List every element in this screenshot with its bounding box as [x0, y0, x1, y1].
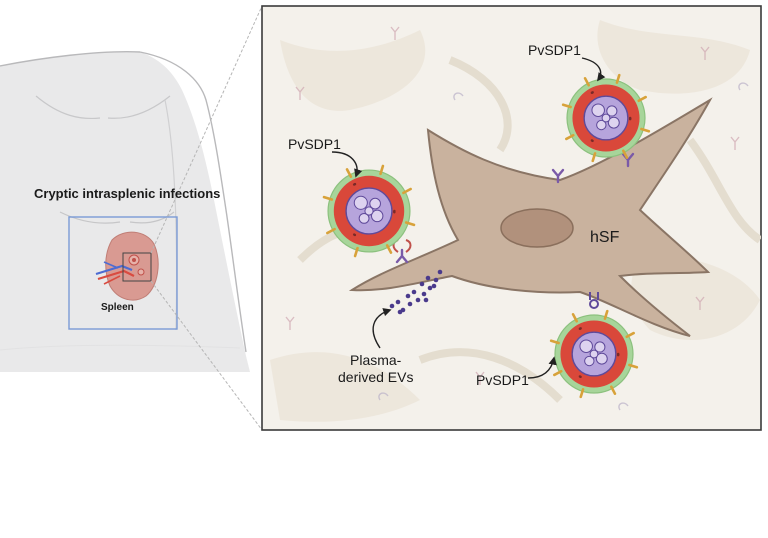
arrow-top-icon [581, 57, 606, 82]
infected-rbc-bottom [549, 309, 639, 399]
label-pvsdp1-top: PvSDP1 [528, 42, 581, 58]
pvsdp1-knob [583, 77, 591, 87]
infected-rbc-left [322, 164, 416, 258]
spleen-detail-box [122, 252, 152, 282]
arrow-left-icon [331, 151, 363, 178]
pvsdp1-knob [640, 127, 651, 133]
receptor-icons [395, 152, 635, 264]
pvsdp1-knob [579, 388, 585, 399]
receptor-complex-bottom [589, 292, 599, 309]
hemozoin-dot [393, 211, 396, 214]
pvsdp1-knob [322, 195, 334, 201]
infected-rbc-top [561, 73, 651, 163]
pvsdp1-knob [326, 227, 336, 235]
parasite-vacuole [601, 113, 611, 123]
torso-silhouette [0, 51, 250, 373]
pvsdp1-knob [603, 309, 609, 320]
pvsdp1-knob [565, 133, 575, 141]
ev-dot [395, 299, 401, 305]
ev-dot [397, 309, 403, 315]
label-hsf: hSF [590, 229, 620, 246]
pvsdp1-knob [402, 187, 412, 195]
zoom-line-bottom [150, 280, 263, 431]
parasite-vacuole [584, 355, 595, 367]
parasite-vacuole [591, 103, 605, 117]
pvsdp1-knob [625, 331, 635, 339]
hemozoin-dot [578, 375, 582, 378]
parasite-vacuole [579, 339, 593, 353]
zoom-box [68, 216, 178, 330]
parasite-vacuole [589, 349, 599, 359]
ev-dot [425, 275, 431, 281]
pvsdp1-knob [628, 363, 639, 369]
pvsdp1-knob [621, 149, 629, 159]
label-evs-line1: Plasma- [350, 352, 402, 368]
label-evs-line2: derived EVs [338, 369, 414, 385]
hemozoin-dot [353, 182, 357, 186]
pvsdp1-knob [571, 313, 579, 323]
parasite-vacuole [369, 197, 381, 210]
pvsdp1-knob [404, 221, 416, 227]
spleen-organ [95, 231, 159, 301]
ev-dot [411, 289, 417, 295]
hemozoin-dot [590, 139, 594, 142]
pvsdp1-knob [637, 95, 647, 103]
hemozoin-dot [616, 354, 620, 357]
ev-dot [431, 283, 437, 289]
label-cryptic-infections: Cryptic intrasplenic infections [34, 186, 221, 201]
ev-dots [389, 269, 443, 315]
label-pvsdp1-left: PvSDP1 [288, 136, 341, 152]
hemozoin-dot [628, 118, 632, 121]
hemozoin-dot [579, 327, 582, 330]
parasite-vacuole [370, 209, 384, 223]
label-pvsdp1-bottom: PvSDP1 [476, 372, 529, 388]
pvsdp1-knob [609, 385, 617, 395]
parasite-vacuole [364, 206, 374, 216]
fibroblast-nucleus [500, 208, 574, 248]
parasite-vacuole [596, 119, 607, 131]
parasite-vacuole [607, 116, 620, 129]
ev-dot [407, 301, 413, 307]
pvsdp1-knob [591, 152, 597, 163]
parasite-vacuole [595, 352, 608, 365]
pvsdp1-knob [549, 339, 560, 345]
parasite-vacuole [353, 195, 368, 210]
parasite-vacuole [358, 212, 370, 224]
pvsdp1-knob [379, 164, 385, 176]
pvsdp1-knob [561, 103, 572, 109]
pvsdp1-knob [553, 369, 563, 377]
arrow-evs-icon [372, 308, 392, 349]
pvsdp1-knob [353, 246, 359, 258]
label-spleen: Spleen [101, 302, 134, 313]
parasite-vacuole [606, 105, 618, 117]
ev-dot [437, 269, 443, 275]
ev-dot [415, 297, 421, 303]
ev-dot [421, 291, 427, 297]
zoom-line-top [150, 5, 263, 254]
pvsdp1-knob [385, 244, 393, 254]
ev-dot [419, 281, 425, 287]
pvsdp1-knob [615, 73, 621, 84]
ev-dot [405, 293, 411, 299]
hemozoin-dot [352, 233, 356, 236]
parasite-vacuole [594, 341, 606, 353]
hemozoin-dot [591, 91, 594, 94]
ev-dot [427, 285, 433, 291]
arrow-bottom-icon [527, 356, 557, 379]
pvsdp1-knob [345, 168, 353, 178]
ev-dot [433, 277, 439, 283]
ev-dot [423, 297, 429, 303]
inset-background-cells [270, 20, 761, 422]
ev-dot [389, 303, 395, 309]
